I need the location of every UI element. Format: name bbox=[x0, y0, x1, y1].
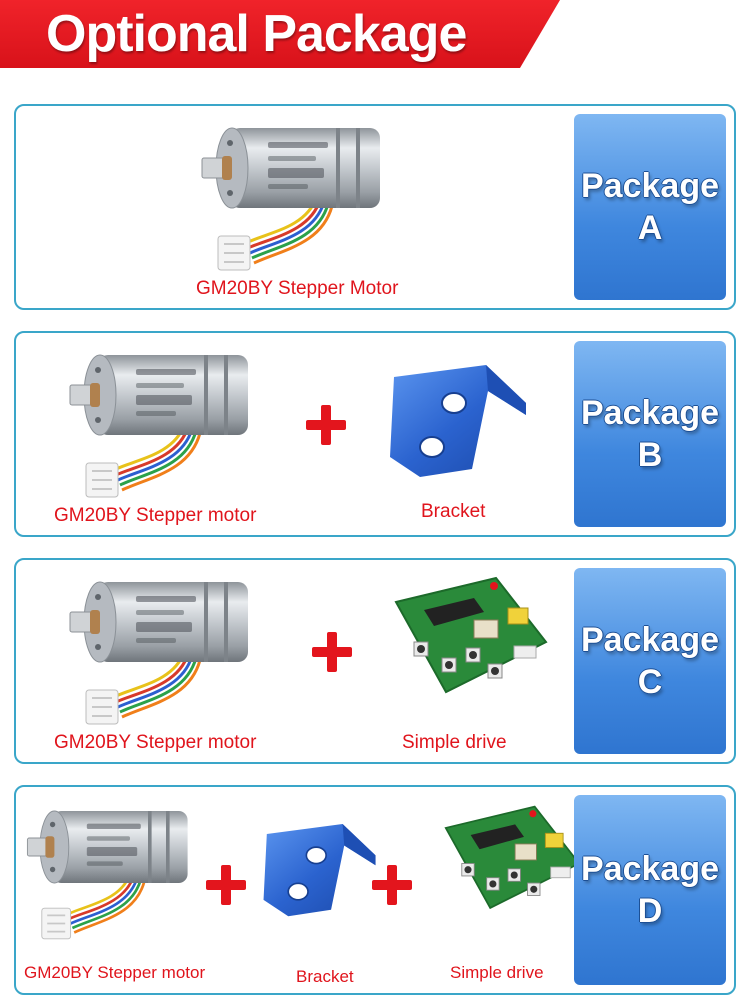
driver-board-icon bbox=[395, 577, 547, 693]
package-a-badge-word: Package bbox=[581, 167, 719, 205]
plus-icon bbox=[206, 865, 246, 905]
stepper-motor-icon bbox=[26, 809, 189, 941]
package-c-badge-word: Package bbox=[581, 621, 719, 659]
stepper-motor-icon bbox=[68, 353, 250, 499]
package-b-row: GM20BY Stepper motor Bracket Package B bbox=[14, 331, 736, 537]
plus-icon bbox=[372, 865, 412, 905]
bracket-icon bbox=[262, 823, 377, 918]
package-b-item-bracket-label: Bracket bbox=[421, 501, 486, 522]
package-d-badge: Package D bbox=[574, 795, 726, 985]
package-b-badge-word: Package bbox=[581, 394, 719, 432]
package-c-badge: Package C bbox=[574, 568, 726, 754]
package-d-badge-letter: D bbox=[637, 892, 663, 930]
package-d-badge-word: Package bbox=[581, 850, 719, 888]
package-a-badge-letter: A bbox=[637, 209, 663, 247]
driver-board-icon bbox=[444, 805, 580, 909]
package-a-badge: Package A bbox=[574, 114, 726, 300]
bracket-icon bbox=[389, 364, 527, 478]
stepper-motor-icon bbox=[68, 580, 250, 726]
page-title: Optional Package bbox=[46, 5, 467, 63]
plus-icon bbox=[312, 632, 352, 672]
stepper-motor-icon bbox=[200, 126, 382, 272]
package-c-item-motor-label: GM20BY Stepper motor bbox=[54, 732, 257, 753]
package-a-item-motor-label: GM20BY Stepper Motor bbox=[196, 278, 399, 299]
package-c-badge-letter: C bbox=[637, 663, 663, 701]
package-b-badge: Package B bbox=[574, 341, 726, 527]
package-b-item-motor-label: GM20BY Stepper motor bbox=[54, 505, 257, 526]
package-d-item-drive-label: Simple drive bbox=[450, 963, 544, 982]
package-d-item-bracket-label: Bracket bbox=[296, 967, 354, 986]
package-b-badge-letter: B bbox=[637, 436, 663, 474]
plus-icon bbox=[306, 405, 346, 445]
package-d-row: GM20BY Stepper motor Bracket Simple driv… bbox=[14, 785, 736, 995]
package-d-item-motor-label: GM20BY Stepper motor bbox=[24, 963, 206, 982]
header-banner bbox=[0, 0, 560, 68]
package-c-row: GM20BY Stepper motor Simple drive Packag… bbox=[14, 558, 736, 764]
package-c-item-drive-label: Simple drive bbox=[402, 732, 507, 753]
package-a-row: GM20BY Stepper Motor Package A bbox=[14, 104, 736, 310]
